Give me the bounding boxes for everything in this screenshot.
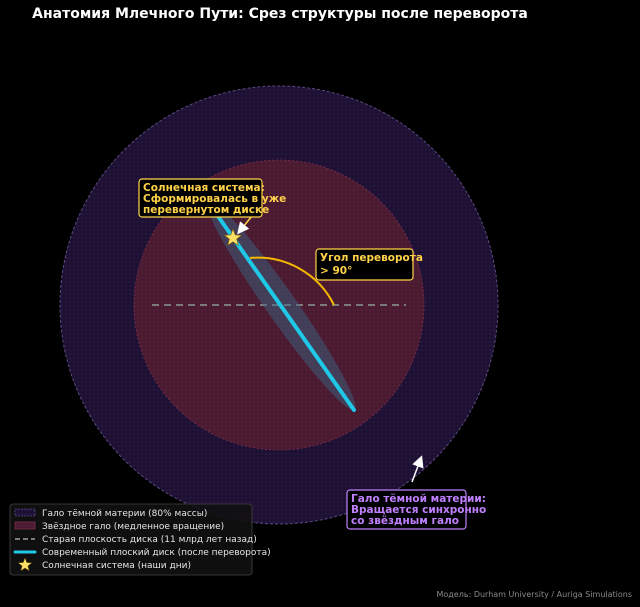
sun-annotation-line1: Солнечная система: bbox=[143, 182, 265, 194]
dark-halo-annotation-line3: со звёздным гало bbox=[351, 515, 459, 527]
sun-annotation-line3: перевернутом диске bbox=[143, 204, 269, 216]
legend-item-old-plane: Старая плоскость диска (11 млрд лет наза… bbox=[15, 535, 257, 545]
sun-annotation: Солнечная система: Сформировалась в уже … bbox=[138, 178, 286, 218]
angle-annotation: Угол переворота > 90° bbox=[315, 248, 423, 281]
page-title: Анатомия Млечного Пути: Срез структуры п… bbox=[32, 6, 528, 22]
angle-annotation-line2: > 90° bbox=[320, 265, 352, 277]
legend-swatch-stellar-halo bbox=[14, 521, 36, 530]
angle-annotation-line1: Угол переворота bbox=[320, 252, 423, 264]
legend-box bbox=[9, 503, 253, 576]
dark-halo-annotation-arrow bbox=[411, 455, 424, 483]
legend-item-solar-system: Солнечная система (наши дни) bbox=[17, 557, 191, 572]
legend-swatch-solar-system bbox=[17, 557, 33, 572]
legend-item-stellar-halo: Звёздное гало (медленное вращение) bbox=[14, 521, 224, 532]
dark-halo-annotation-line1: Гало тёмной материи: bbox=[351, 493, 486, 505]
legend-label-modern-disk: Современный плоский диск (после переворо… bbox=[42, 548, 271, 558]
credit-text: Модель: Durham University / Auriga Simul… bbox=[437, 590, 633, 599]
sun-annotation-line2: Сформировалась в уже bbox=[143, 193, 286, 205]
sun-annotation-arrow bbox=[237, 215, 253, 235]
legend-label-solar-system: Солнечная система (наши дни) bbox=[42, 561, 191, 571]
flip-angle-arc bbox=[249, 256, 335, 306]
dark-halo-annotation: Гало тёмной материи: Вращается синхронно… bbox=[346, 489, 486, 530]
legend-label-dark-halo: Гало тёмной материи (80% массы) bbox=[42, 509, 207, 519]
legend-label-stellar-halo: Звёздное гало (медленное вращение) bbox=[42, 522, 224, 532]
legend-item-dark-halo: Гало тёмной материи (80% массы) bbox=[14, 508, 207, 519]
dark-halo-annotation-line2: Вращается синхронно bbox=[351, 504, 486, 516]
solar-system-star bbox=[223, 228, 243, 246]
legend-label-old-plane: Старая плоскость диска (11 млрд лет наза… bbox=[42, 535, 257, 545]
legend-swatch-dark-halo bbox=[14, 508, 36, 517]
legend-item-modern-disk: Современный плоский диск (после переворо… bbox=[13, 548, 271, 558]
legend: Гало тёмной материи (80% массы) Звёздное… bbox=[9, 503, 271, 576]
